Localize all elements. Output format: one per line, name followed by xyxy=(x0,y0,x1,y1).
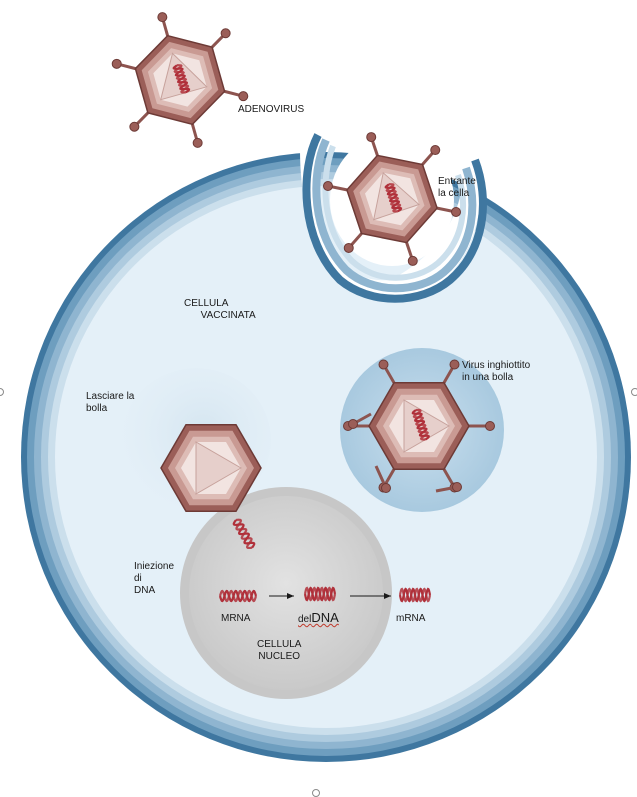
fiber-knob xyxy=(193,138,202,147)
loose-fiber-knob xyxy=(349,420,358,429)
label-adenovirus: ADENOVIRUS xyxy=(238,104,304,116)
fiber-knob xyxy=(221,29,230,38)
adenovirus-free xyxy=(112,13,248,148)
dna-strand xyxy=(305,588,335,600)
label-dna-main: DNA xyxy=(311,610,338,625)
fiber-knob xyxy=(344,243,353,252)
fiber-knob xyxy=(486,422,495,431)
resize-handle-bottom[interactable] xyxy=(312,789,320,797)
label-cell-nucleus: CELLULA NUCLEO xyxy=(257,639,301,663)
label-mrna-right: mRNA xyxy=(396,613,425,625)
fiber-knob xyxy=(431,146,440,155)
label-entering-cell: Entrante la cella xyxy=(438,176,476,200)
loose-fiber-knob xyxy=(453,483,462,492)
fiber-knob xyxy=(450,360,459,369)
fiber-knob xyxy=(323,182,332,191)
fiber-knob xyxy=(130,122,139,131)
resize-handle-right[interactable] xyxy=(631,388,637,396)
fiber-knob xyxy=(239,92,248,101)
fiber-knob xyxy=(452,207,461,216)
fiber-knob xyxy=(367,133,376,142)
fiber-knob xyxy=(158,13,167,22)
fiber-knob xyxy=(379,360,388,369)
label-dna-injection: Iniezione di DNA xyxy=(134,561,174,597)
label-dna: delDNA xyxy=(298,612,339,626)
mrna-strand-left xyxy=(220,591,256,601)
fiber-knob xyxy=(408,256,417,265)
label-mrna-left: MRNA xyxy=(221,613,250,625)
loose-fiber-knob xyxy=(382,484,391,493)
label-vaccinated-cell: CELLULA VACCINATA xyxy=(184,298,256,322)
label-leaving-bubble: Lasciare la bolla xyxy=(86,391,134,415)
label-dna-prefix: del xyxy=(298,614,311,625)
label-engulfed-virus: Virus inghiottito in una bolla xyxy=(462,360,530,384)
fiber-knob xyxy=(112,59,121,68)
mrna-strand-right xyxy=(400,589,430,601)
